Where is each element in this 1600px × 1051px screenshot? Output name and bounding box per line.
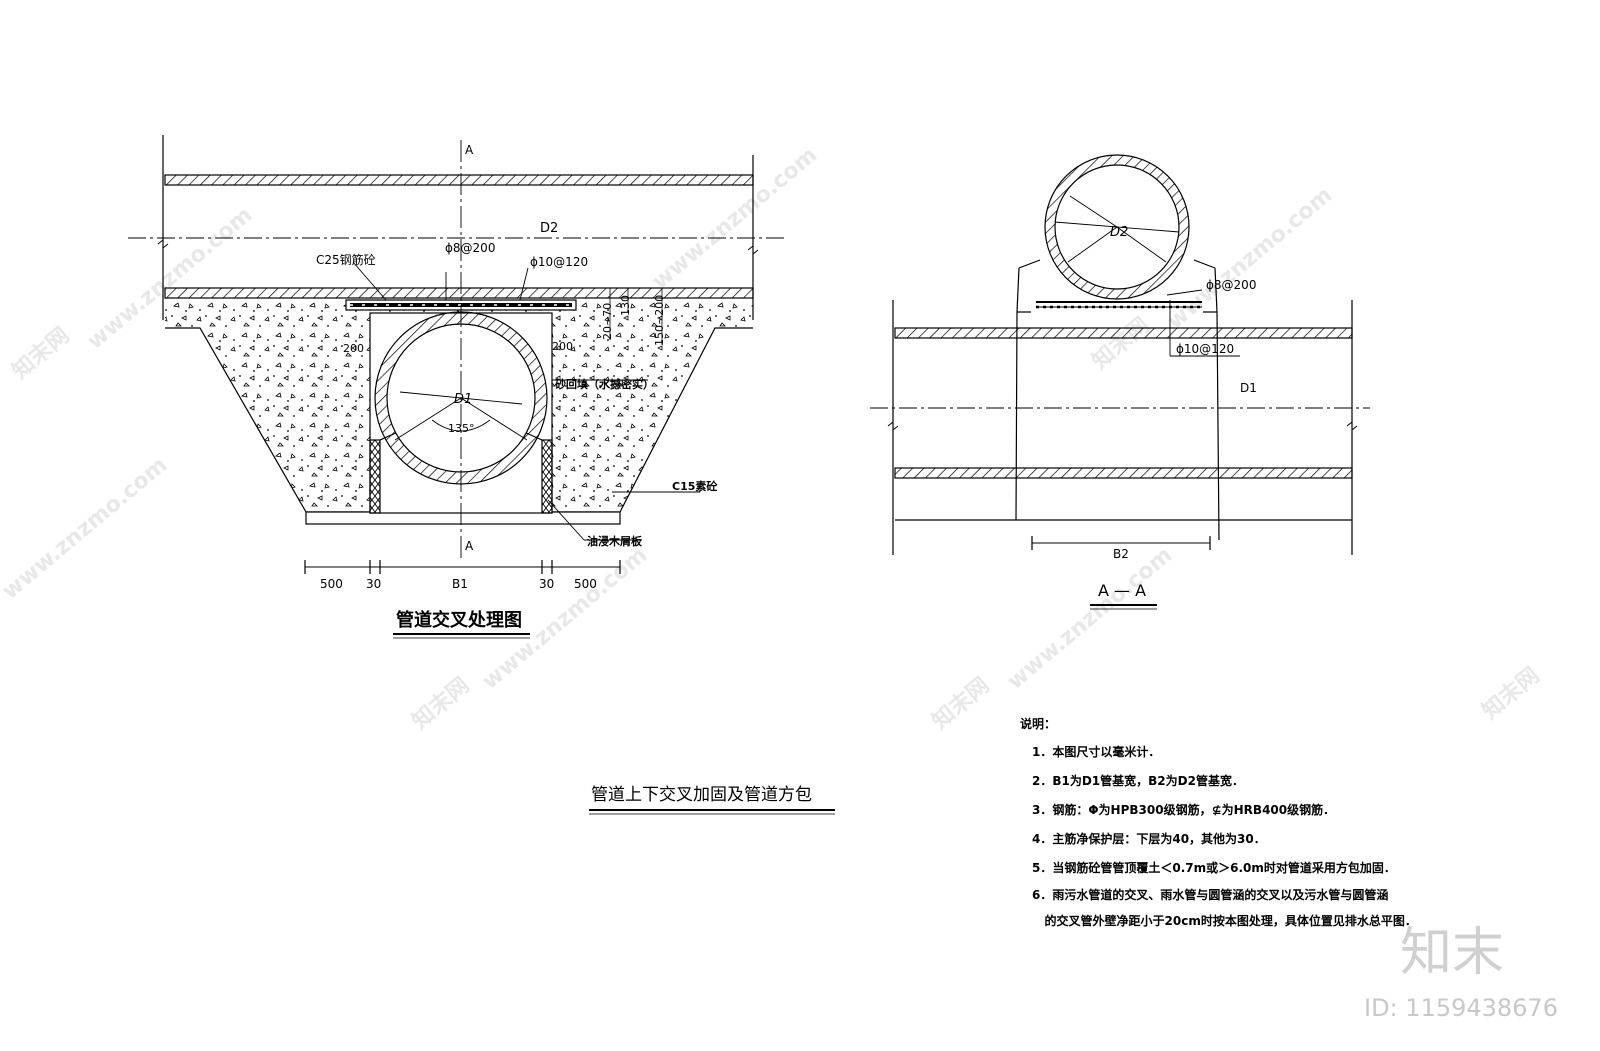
rebar-phi8-label: ϕ8@200 [445,241,495,255]
note-item: 1．本图尺寸以毫米计． [1032,745,1161,759]
note-item: 2．B1为D1管基宽，B2为D2管基宽． [1032,774,1244,788]
notes-heading: 说明： [1020,717,1057,731]
note-item: 4．主筋净保护层：下层为40，其他为30． [1032,832,1266,846]
dim-b2: B2 [1113,547,1129,561]
note-item: 6．雨污水管道的交叉、雨水管与圆管涵的交叉以及污水管与圆管涵 [1032,888,1389,902]
right-view-title: A — A [1098,581,1146,600]
dim-20-70: 20~70 [601,303,614,340]
dim-30-right: 30 [539,577,554,591]
section-mark-bottom: A [465,539,474,553]
sand-fill-label: 砂回填（水撼密实） [555,377,654,391]
dim-b1: B1 [452,577,468,591]
watermark-text: 知末网 [407,672,474,734]
dim-500-left: 500 [320,577,343,591]
watermark-text: www.znzmo.com [1163,183,1337,335]
watermark-text: 知末网 [1087,312,1154,374]
angle-label: 135° [448,422,475,435]
logo-text: 知末 [1400,923,1504,983]
left-view [128,135,785,639]
pipe-d1-label: D1 [454,392,472,407]
c15-label: C15素砼 [672,479,718,493]
pipe-d2-label: D2 [540,221,558,236]
section-mark-top: A [465,143,474,157]
c25-label: C25钢筋砼 [316,252,376,267]
image-id: ID: 1159438676 [1364,994,1558,1022]
d1-label-right: D1 [1240,381,1257,395]
dim-130: 130 [619,295,632,316]
note-item: 的交叉管外壁净距小于20cm时按本图处理，具体位置见排水总平图． [1032,914,1417,928]
note-item: 3．钢筋：Φ为HPB300级钢筋，⊈为HRB400级钢筋． [1032,803,1336,817]
right-view-labels: D2 ϕ8@200 ϕ10@120 D1 B2 A — A [1098,225,1257,600]
watermark-text: www.znzmo.com [1003,543,1177,695]
board-label: 油浸木屑板 [587,534,643,548]
watermark-text: 知末网 [927,672,994,734]
watermarks: 知末网 www.znzmo.com www.znzmo.com 知末网 www.… [0,143,1544,735]
dim-200-right: 200 [552,340,573,353]
right-view [870,154,1370,610]
dim-200-left: 200 [343,342,364,355]
dim-30-left: 30 [366,577,381,591]
watermark-text: 知末网 [7,322,74,384]
watermark-text: www.znzmo.com [0,453,172,605]
rebar-phi10-label: ϕ10@120 [530,255,588,269]
main-title-group: 管道上下交叉加固及管道方包 [589,785,835,815]
watermark-text: www.znzmo.com [648,143,822,295]
dim-500-right: 500 [574,577,597,591]
rebar-phi10-label-right: ϕ10@120 [1176,342,1234,356]
left-view-title: 管道交叉处理图 [396,609,522,631]
pipe-d2-label-right: D2 [1110,225,1128,240]
main-title: 管道上下交叉加固及管道方包 [591,785,812,805]
rebar-phi8-label-right: ϕ8@200 [1206,278,1256,292]
watermark-text: 知末网 [1477,662,1544,724]
dim-150-200: 150~200 [653,295,666,346]
left-view-labels: A A D2 D1 135° C25钢筋砼 ϕ8@200 ϕ10@120 20~… [316,143,718,631]
brand-logo: 知末 ID: 1159438676 [1364,923,1558,1022]
note-item: 5．当钢筋砼管管顶覆土＜0.7m或＞6.0m时对管道采用方包加固． [1032,861,1396,875]
